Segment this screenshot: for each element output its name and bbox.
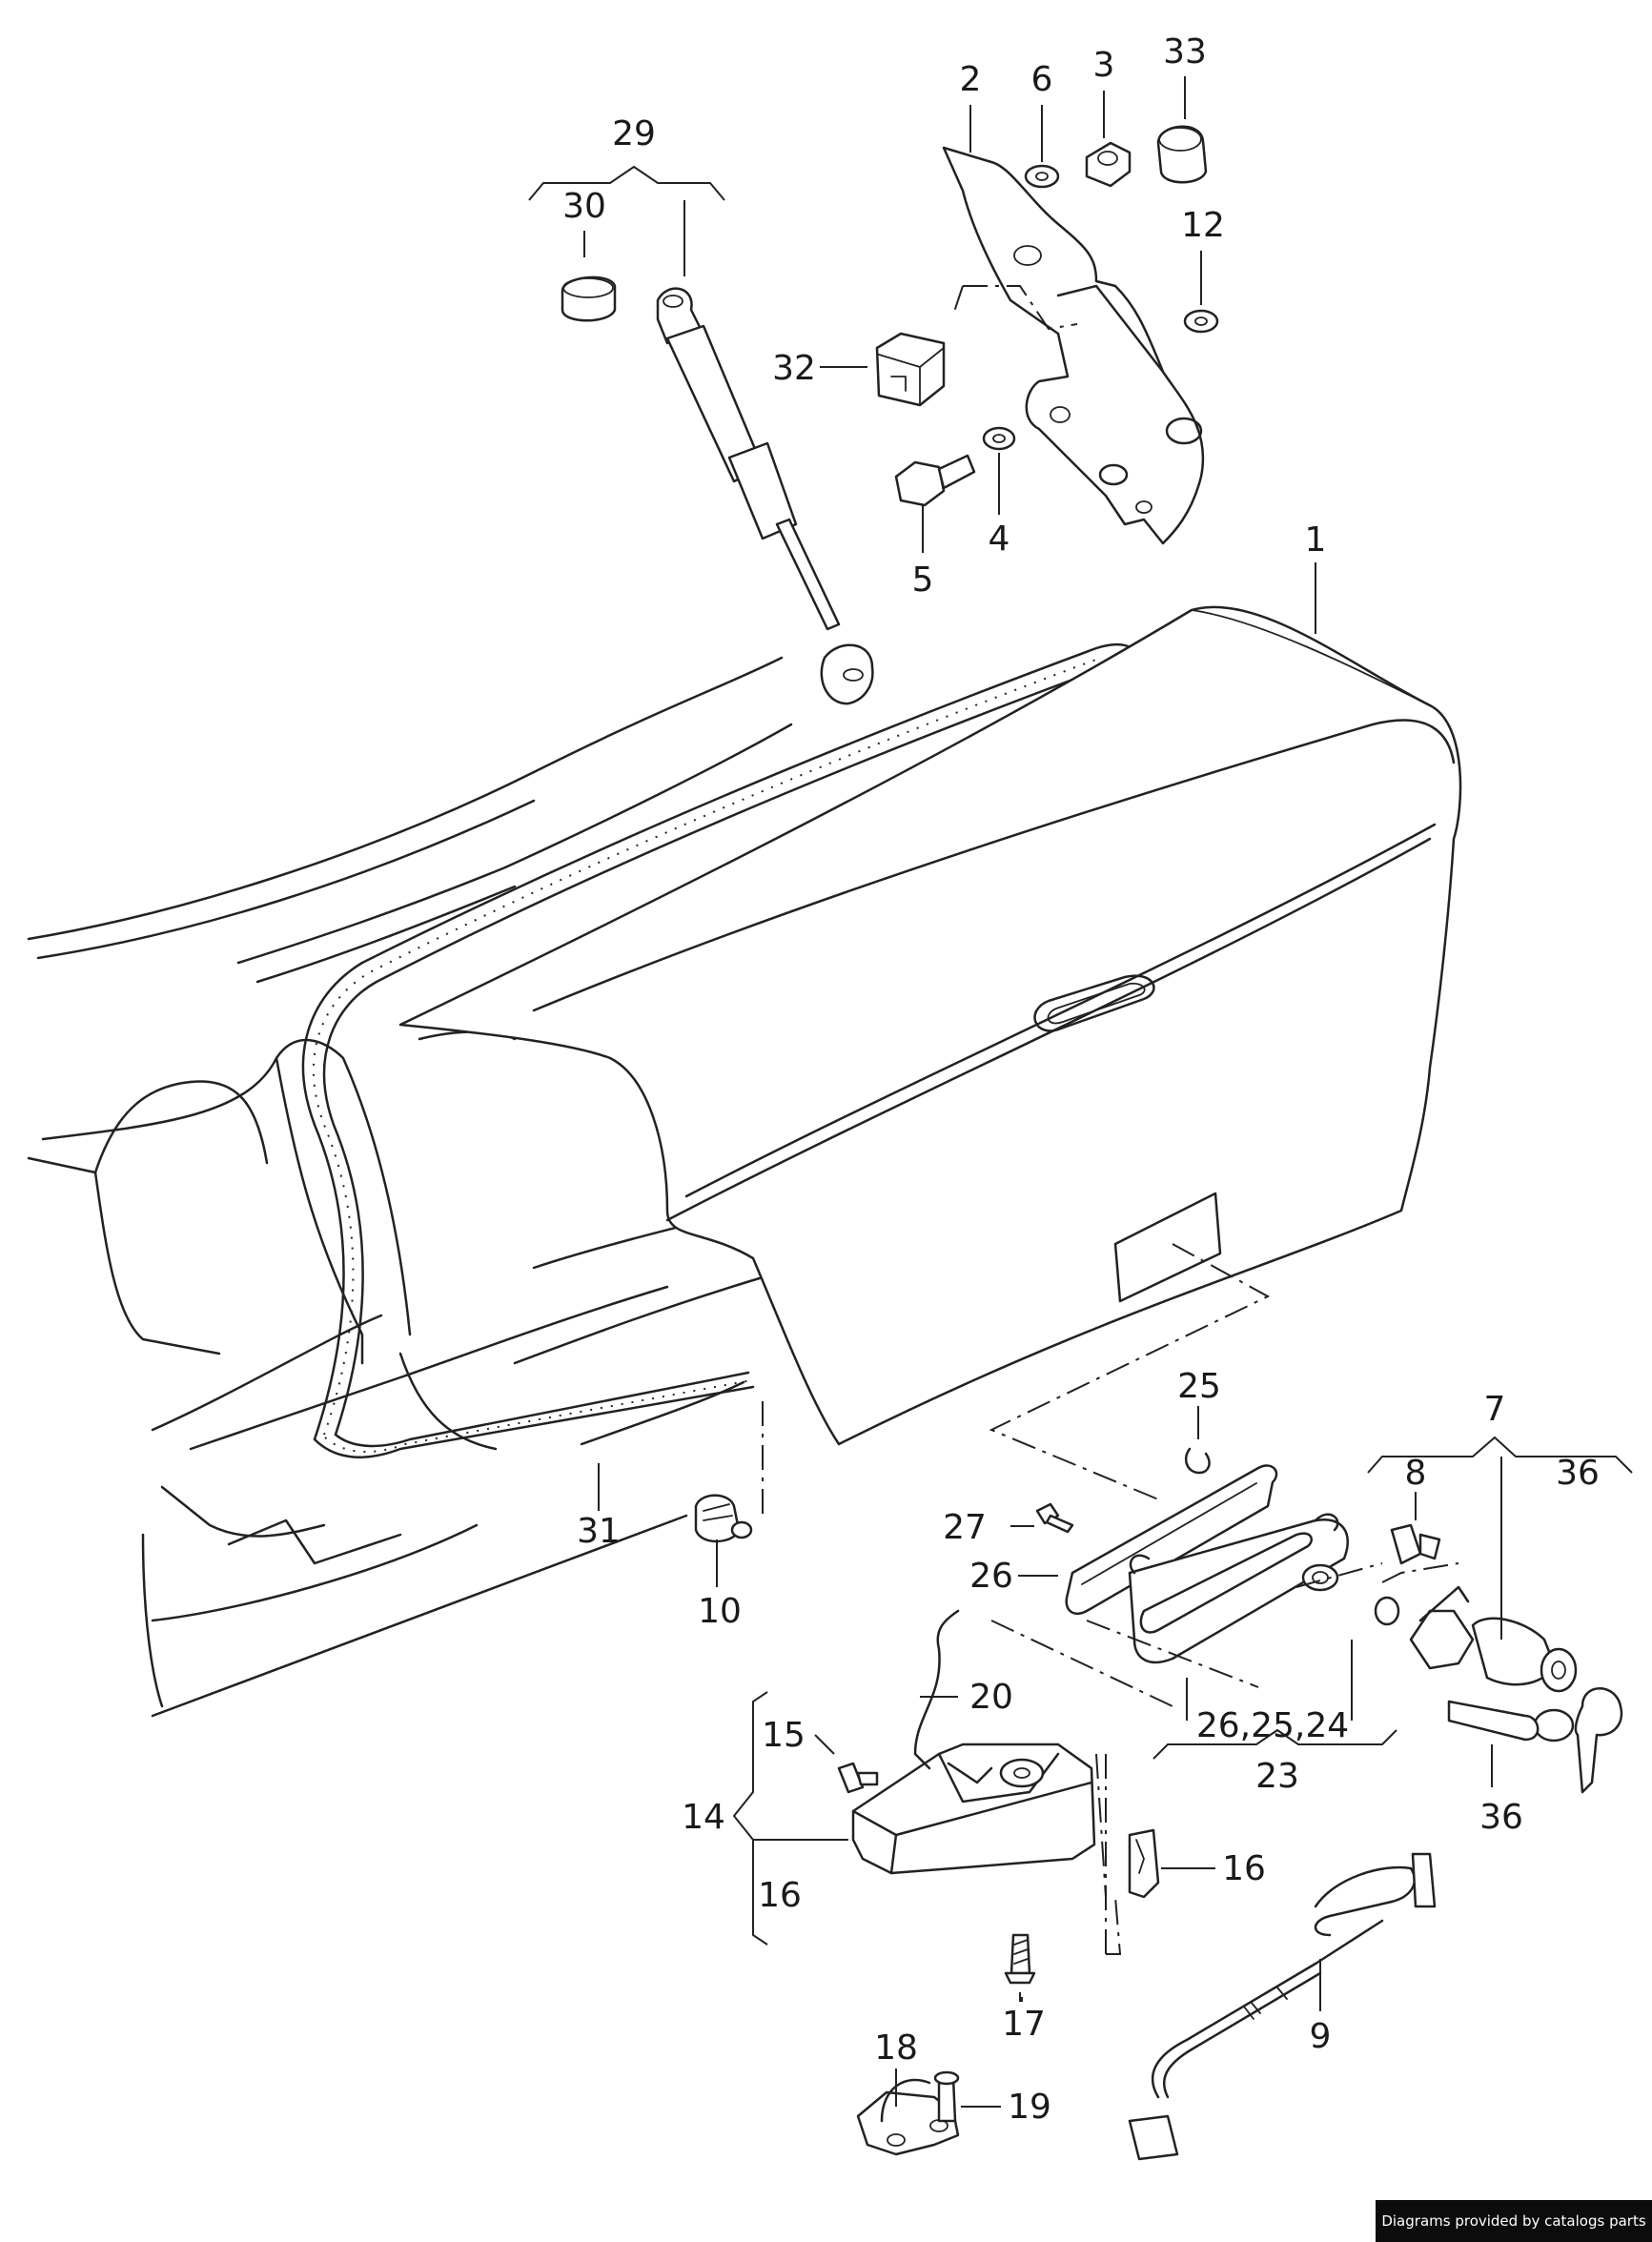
label-4: 4 [989, 520, 1010, 559]
label-8: 8 [1405, 1454, 1427, 1493]
label-30: 30 [562, 187, 606, 226]
label-14: 14 [682, 1798, 725, 1837]
bolt-5 [894, 454, 976, 507]
key-36 [1447, 1687, 1623, 1794]
label-16-right: 16 [1222, 1849, 1266, 1888]
label-5: 5 [912, 560, 934, 600]
label-25: 25 [1177, 1367, 1221, 1406]
leader-lines [528, 76, 1633, 2108]
label-16-left: 16 [758, 1876, 802, 1915]
label-2: 2 [960, 60, 982, 99]
part-labels: 29 30 2 6 3 33 12 32 4 5 1 31 10 25 27 2… [562, 32, 1600, 2127]
screw-17 [1004, 1933, 1036, 1985]
label-9: 9 [1310, 2017, 1332, 2056]
trunk-lid [398, 605, 1462, 1446]
label-32: 32 [772, 349, 816, 388]
credit-banner: Diagrams provided by catalogs parts [1376, 2200, 1652, 2242]
label-10: 10 [698, 1592, 742, 1631]
label-26: 26 [969, 1557, 1013, 1596]
label-36-top: 36 [1556, 1454, 1600, 1493]
rod-20 [913, 1609, 960, 1770]
label-6: 6 [1031, 60, 1053, 99]
wiring-harness-9 [1128, 1852, 1437, 2161]
nut-3 [1085, 141, 1132, 188]
label-3: 3 [1093, 46, 1115, 85]
buffer-32 [875, 332, 946, 407]
label-29: 29 [612, 114, 656, 153]
label-36-bottom: 36 [1479, 1798, 1523, 1837]
lock-cylinder-7 [1409, 1585, 1578, 1693]
gas-strut [656, 287, 874, 705]
label-18: 18 [874, 2028, 918, 2068]
washer-4 [982, 426, 1016, 451]
screw-15 [837, 1762, 879, 1794]
clip-25 [1184, 1447, 1211, 1475]
label-26-25-24: 26,25,24 [1196, 1706, 1349, 1745]
clip-16 [1128, 1828, 1160, 1899]
clip-8 [1390, 1523, 1441, 1565]
trunk-hinge [942, 146, 1205, 545]
label-17: 17 [1002, 2005, 1046, 2044]
handle-housing-24 [1128, 1513, 1349, 1664]
screw-27 [1035, 1502, 1074, 1534]
label-20: 20 [969, 1678, 1013, 1717]
clip-ring [561, 275, 617, 322]
alignment-lines [762, 285, 1459, 1955]
label-1: 1 [1305, 520, 1327, 560]
label-7: 7 [1484, 1390, 1506, 1429]
screw-19 [933, 2070, 960, 2123]
trunk-latch-14 [851, 1743, 1096, 1875]
label-15: 15 [762, 1716, 806, 1755]
washer-seal [1374, 1596, 1400, 1626]
bumper-stop-10 [694, 1494, 753, 1543]
cap-33 [1156, 125, 1208, 184]
label-27: 27 [943, 1508, 987, 1547]
label-33: 33 [1163, 32, 1207, 71]
handle-gasket-26 [1065, 1464, 1278, 1616]
label-23: 23 [1255, 1757, 1299, 1796]
car-body-outline [27, 656, 793, 1718]
washer-12 [1183, 309, 1219, 334]
washer-6 [1024, 164, 1060, 189]
label-19: 19 [1008, 2088, 1051, 2127]
label-31: 31 [577, 1512, 621, 1551]
trunk-seal [301, 642, 1138, 1458]
striker-18 [856, 2078, 960, 2156]
label-12: 12 [1181, 206, 1225, 245]
